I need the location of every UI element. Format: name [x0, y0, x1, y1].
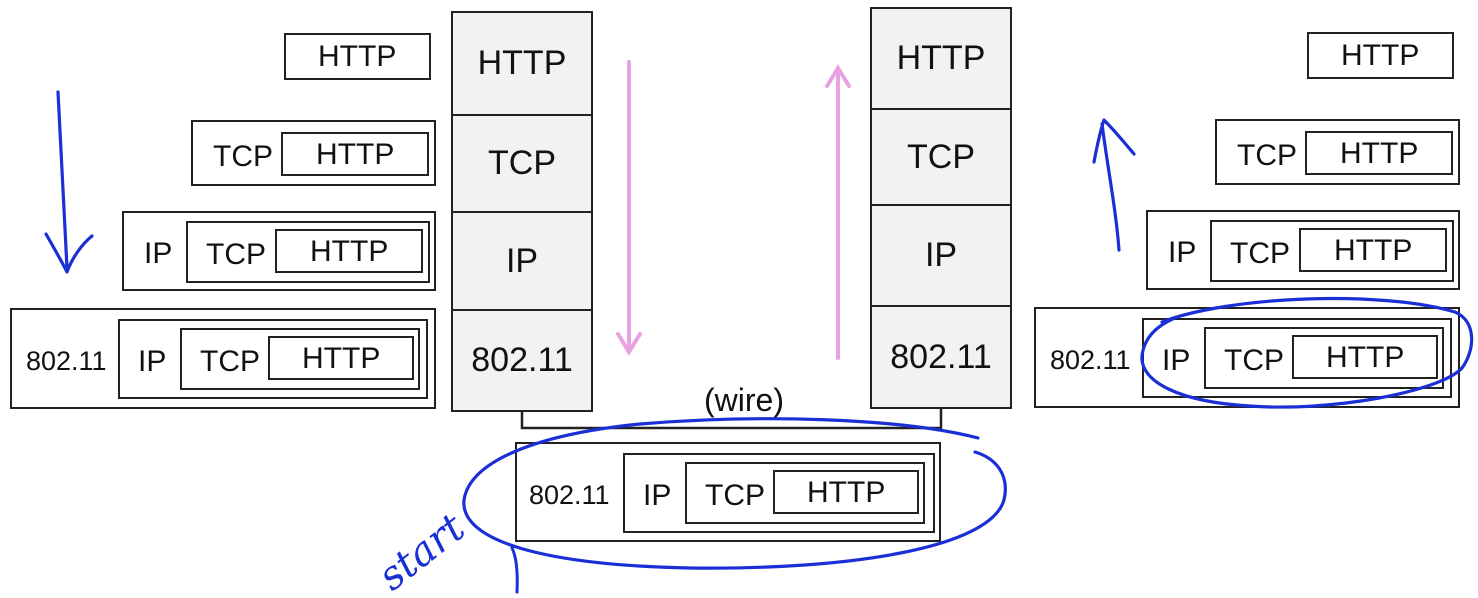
receiver-stack-ip: IP — [872, 206, 1010, 307]
left-tcp-frame: TCP HTTP — [191, 120, 436, 186]
receiver-stack-link: 802.11 — [872, 307, 1010, 407]
left-ip-tcp-label: TCP — [206, 238, 266, 271]
left-ip-frame: IP TCP HTTP — [122, 211, 436, 291]
right-ip-inner-tcp: TCP HTTP — [1210, 220, 1454, 282]
wire-link-inner-http: HTTP — [773, 470, 919, 514]
sender-stack-link-label: 802.11 — [471, 341, 573, 379]
left-http-label: HTTP — [318, 40, 397, 73]
left-tcp-label: TCP — [213, 140, 273, 173]
wire-link-ip-label: IP — [643, 479, 672, 512]
blue-up-arrow-icon — [1092, 118, 1136, 252]
right-http-frame: HTTP — [1307, 32, 1454, 79]
wire-link-inner-tcp: TCP HTTP — [685, 462, 925, 524]
wire-line — [520, 409, 943, 430]
receiver-stack-tcp: TCP — [872, 110, 1010, 206]
right-link-inner-ip: IP TCP HTTP — [1142, 318, 1452, 398]
right-tcp-http-label: HTTP — [1340, 137, 1419, 170]
right-link-tcp-label: TCP — [1224, 344, 1284, 377]
receiver-stack-http-label: HTTP — [896, 39, 986, 77]
sender-protocol-stack: HTTP TCP IP 802.11 — [451, 11, 593, 412]
right-ip-label: IP — [1168, 236, 1197, 269]
sender-stack-http-label: HTTP — [477, 44, 567, 82]
blue-caret-icon — [510, 546, 519, 594]
left-link-frame: 802.11 IP TCP HTTP — [10, 308, 436, 409]
right-tcp-frame: TCP HTTP — [1215, 119, 1460, 185]
right-http-label: HTTP — [1341, 39, 1420, 72]
right-tcp-inner-http: HTTP — [1305, 131, 1453, 175]
left-ip-inner-http: HTTP — [275, 229, 423, 273]
receiver-protocol-stack: HTTP TCP IP 802.11 — [870, 7, 1012, 409]
sender-stack-tcp: TCP — [453, 116, 591, 213]
right-ip-frame: IP TCP HTTP — [1146, 210, 1460, 290]
right-link-label: 802.11 — [1050, 345, 1131, 375]
left-link-inner-tcp: TCP HTTP — [180, 328, 420, 390]
wire-link-http-label: HTTP — [807, 476, 886, 509]
left-link-http-label: HTTP — [302, 342, 381, 375]
receiver-stack-ip-label: IP — [924, 236, 958, 274]
wire-link-label: 802.11 — [529, 480, 610, 510]
right-link-http-label: HTTP — [1326, 341, 1405, 374]
right-link-frame: 802.11 IP TCP HTTP — [1034, 307, 1460, 408]
receiver-stack-tcp-label: TCP — [907, 137, 975, 176]
left-link-ip-label: IP — [138, 345, 167, 378]
sender-stack-http: HTTP — [453, 13, 591, 116]
left-http-frame: HTTP — [284, 33, 431, 80]
blue-down-arrow-icon — [44, 90, 94, 274]
right-link-inner-http: HTTP — [1292, 335, 1438, 379]
left-tcp-inner-http: HTTP — [281, 132, 429, 176]
right-ip-tcp-label: TCP — [1230, 237, 1290, 270]
left-link-tcp-label: TCP — [200, 345, 260, 378]
left-link-label: 802.11 — [26, 346, 107, 376]
sender-stack-tcp-label: TCP — [488, 144, 556, 182]
wire-link-tcp-label: TCP — [705, 479, 765, 512]
wire-link-frame: 802.11 IP TCP HTTP — [515, 442, 941, 542]
left-link-inner-ip: IP TCP HTTP — [118, 319, 428, 399]
sender-stack-ip-label: IP — [505, 241, 539, 280]
wire-link-inner-ip: IP TCP HTTP — [623, 453, 935, 533]
left-ip-inner-tcp: TCP HTTP — [186, 221, 430, 283]
blue-circle-bottom-icon — [462, 417, 1007, 570]
sender-stack-ip: IP — [453, 213, 591, 311]
left-link-inner-http: HTTP — [268, 336, 414, 380]
right-ip-http-label: HTTP — [1334, 234, 1413, 267]
receiver-stack-http: HTTP — [872, 9, 1010, 110]
pink-down-arrow — [616, 60, 642, 356]
blue-circle-right-icon — [1140, 296, 1474, 409]
pink-up-arrow — [825, 64, 851, 360]
wire-label: (wire) — [704, 382, 784, 418]
start-annotation: start — [370, 504, 474, 598]
right-link-inner-tcp: TCP HTTP — [1204, 327, 1444, 389]
right-link-ip-label: IP — [1162, 344, 1191, 377]
left-ip-http-label: HTTP — [310, 235, 389, 268]
left-tcp-http-label: HTTP — [316, 138, 395, 171]
receiver-stack-link-label: 802.11 — [890, 337, 992, 376]
sender-stack-link: 802.11 — [453, 311, 591, 410]
right-tcp-label: TCP — [1237, 139, 1297, 172]
left-ip-label: IP — [144, 237, 173, 270]
right-ip-inner-http: HTTP — [1299, 228, 1447, 272]
